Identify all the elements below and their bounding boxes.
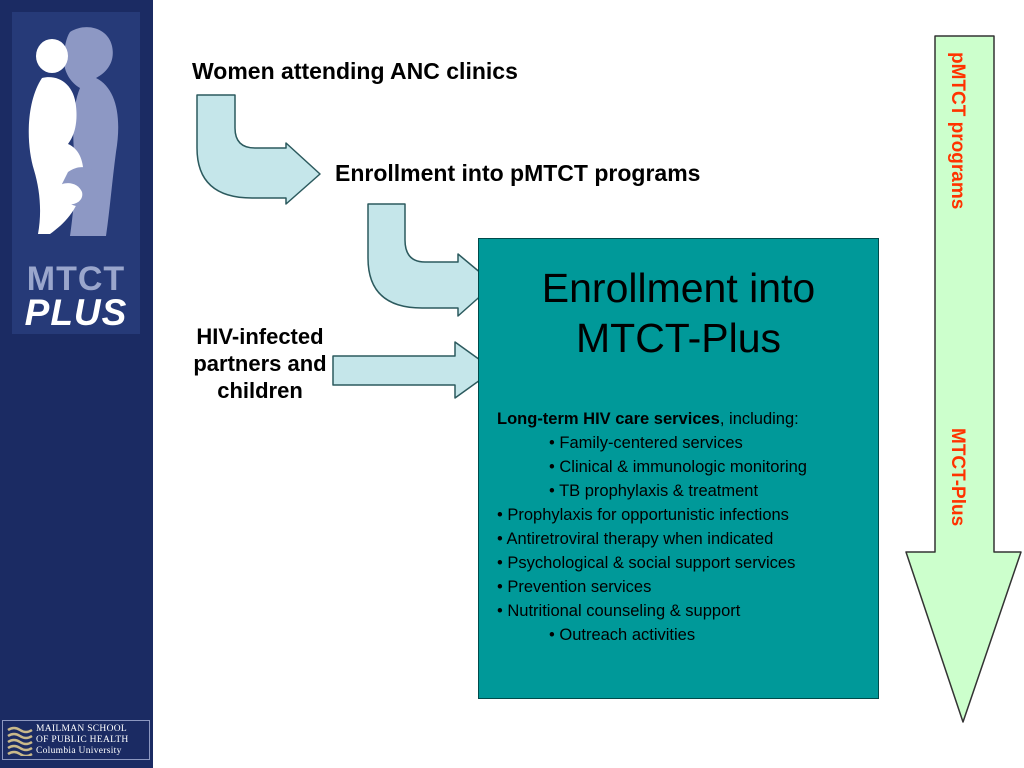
- step-pmtct-enrollment: Enrollment into pMTCT programs: [335, 160, 701, 186]
- services-intro-rest: , including:: [719, 410, 799, 428]
- partners-children-label: HIV-infected partners and children: [193, 324, 327, 403]
- wave-emblem-icon: [6, 724, 34, 756]
- list-item: • Antiretroviral therapy when indicated: [497, 530, 774, 548]
- step-women-anc: Women attending ANC clinics: [192, 58, 518, 84]
- logo-text-mtct: MTCT: [26, 260, 126, 298]
- box-title-line-1: Enrollment into: [541, 265, 816, 311]
- institution-line-3: Columbia University: [36, 746, 122, 756]
- list-item: • Prophylaxis for opportunistic infectio…: [497, 506, 789, 524]
- services-list: Long-term HIV care services, including: …: [497, 407, 877, 647]
- sidebar: MTCT PLUS MAILMAN SCHOOL OF PUBLIC HEALT…: [0, 0, 153, 768]
- mtct-plus-logo: MTCT PLUS: [12, 12, 140, 334]
- vertical-label-pmtct: pMTCT programs: [947, 52, 968, 210]
- mother-child-figure-icon: [28, 27, 119, 236]
- list-item: • Nutritional counseling & support: [497, 602, 741, 620]
- institution-line-1: MAILMAN SCHOOL: [36, 724, 128, 734]
- list-item: • Outreach activities: [549, 626, 696, 644]
- institution-line-2: OF PUBLIC HEALTH: [36, 735, 129, 745]
- curved-arrow-2: [367, 203, 495, 317]
- vertical-label-mtct-plus: MTCT-Plus: [947, 428, 968, 527]
- list-item: • Family-centered services: [549, 434, 743, 452]
- services-intro: Long-term HIV care services, including:: [497, 407, 877, 431]
- mailman-school-logo: MAILMAN SCHOOL OF PUBLIC HEALTH Columbia…: [2, 720, 150, 760]
- vertical-down-arrow: [905, 35, 1022, 723]
- list-item: • Clinical & immunologic monitoring: [549, 458, 807, 476]
- straight-arrow: [332, 341, 495, 399]
- services-intro-bold: Long-term HIV care services: [497, 410, 720, 428]
- list-item: • TB prophylaxis & treatment: [549, 482, 759, 500]
- logo-text-plus: PLUS: [24, 292, 128, 333]
- list-item: • Prevention services: [497, 578, 652, 596]
- curved-arrow-1: [196, 94, 321, 205]
- list-item: • Psychological & social support service…: [497, 554, 796, 572]
- institution-name: MAILMAN SCHOOL OF PUBLIC HEALTH Columbia…: [36, 724, 148, 757]
- box-title: Enrollment into MTCT-Plus: [479, 263, 878, 363]
- mtct-plus-box: Enrollment into MTCT-Plus Long-term HIV …: [478, 238, 879, 699]
- box-title-line-2: MTCT-Plus: [576, 315, 781, 361]
